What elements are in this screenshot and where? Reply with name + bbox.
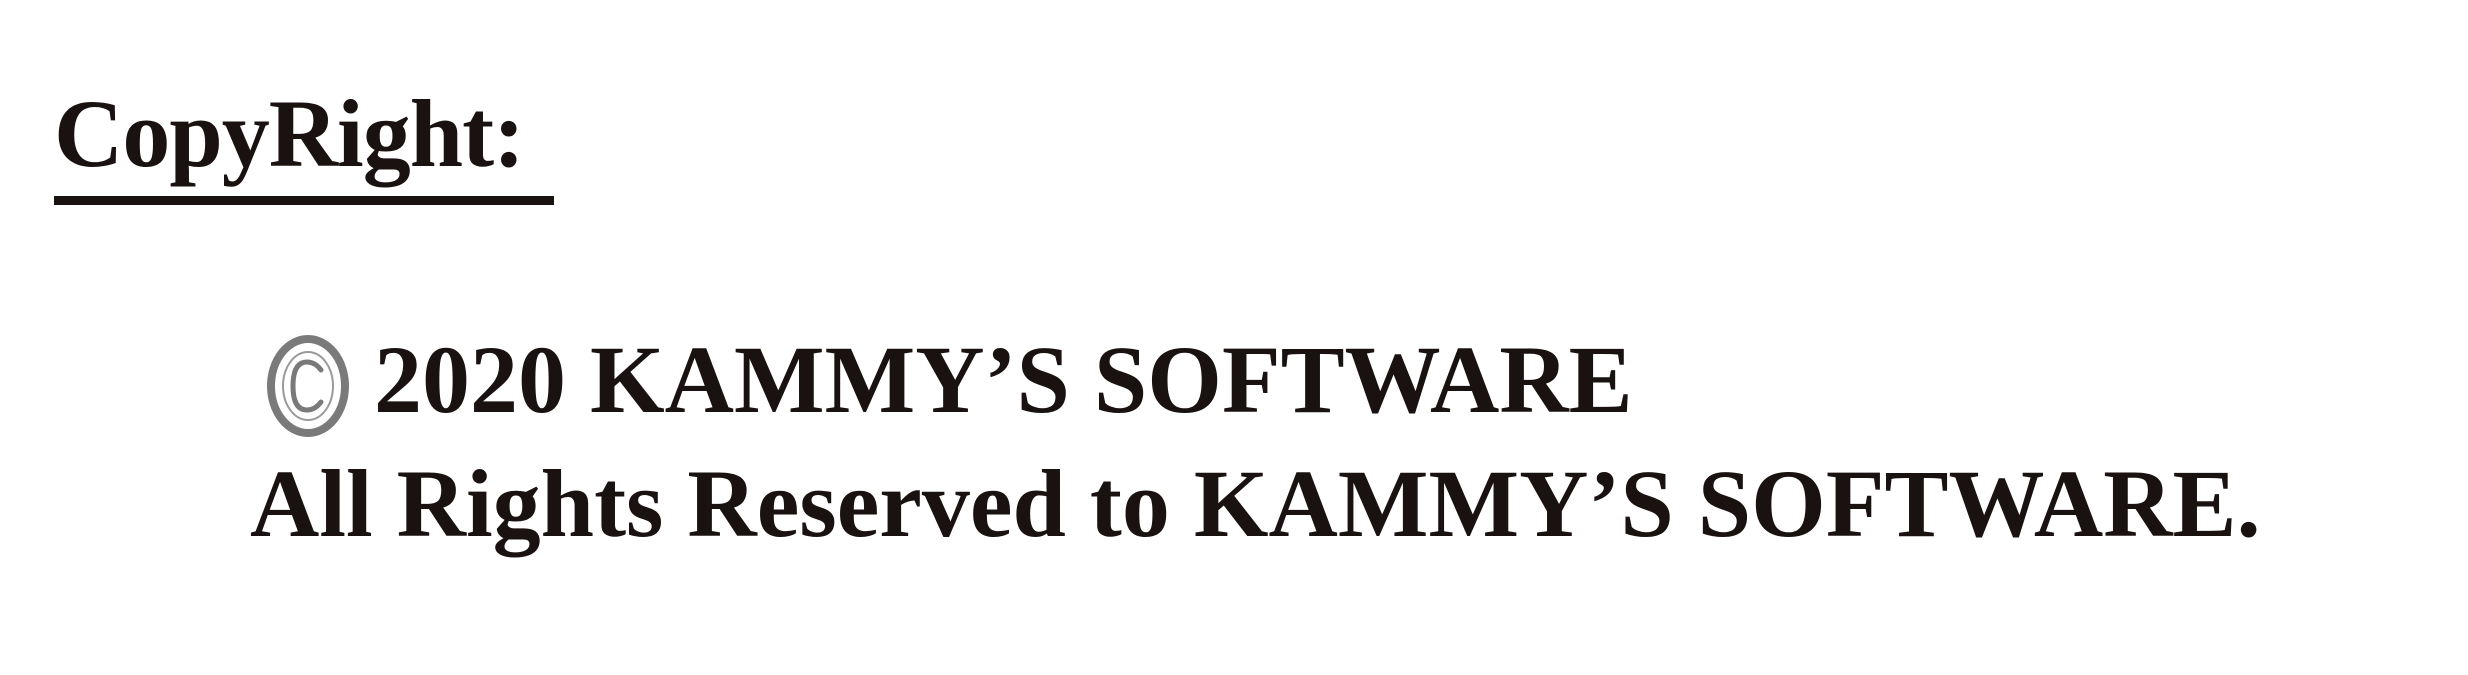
rights-reserved-statement: All Rights Reserved to KAMMY’S SOFTWARE. (250, 450, 2261, 557)
heading-underline (54, 196, 554, 205)
copyright-notice-line: 2020 KAMMY’S SOFTWARE (266, 326, 1633, 437)
copyright-year-owner: 2020 KAMMY’S SOFTWARE (374, 326, 1633, 433)
copyright-heading: CopyRight: (54, 80, 525, 187)
copyright-icon (267, 335, 349, 437)
